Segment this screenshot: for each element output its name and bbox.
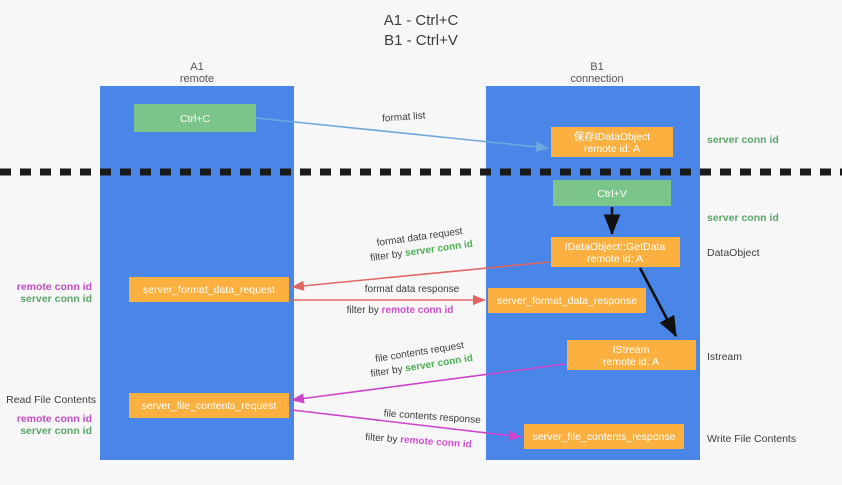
box-getdata-line1: IDataObject::GetData	[565, 241, 666, 253]
annotation-format-list: format list	[382, 110, 426, 124]
box-ctrl-c-label: Ctrl+C	[180, 113, 210, 125]
annotation-format-data-response-text: format data response	[365, 284, 460, 295]
filter-prefix-1: filter by	[370, 248, 406, 264]
box-ctrl-c[interactable]: Ctrl+C	[134, 104, 256, 132]
right-label-dataobject: DataObject	[707, 247, 760, 259]
box-istream[interactable]: IStream remote id: A	[567, 340, 696, 370]
box-ctrl-v-label: Ctrl+V	[597, 188, 626, 200]
box-ctrl-v[interactable]: Ctrl+V	[553, 180, 671, 206]
box-file-contents-request-label: server_file_contents_request	[142, 400, 277, 412]
annotation-file-contents-response: file contents response filter by remote …	[365, 408, 482, 450]
filter-prefix-4: filter by	[365, 432, 401, 445]
lane-a1-title: A1	[190, 61, 203, 73]
left-label-remote-conn-id-1: remote conn id	[17, 281, 92, 293]
filter-value-remote-conn-id-4: remote conn id	[400, 435, 472, 451]
right-label-server-conn-id-1: server conn id	[707, 134, 779, 146]
left-label-server-conn-id-2: server conn id	[20, 425, 92, 437]
box-format-data-response[interactable]: server_format_data_response	[488, 288, 646, 313]
box-file-contents-response-rect	[524, 424, 684, 449]
right-label-server-conn-id-2: server conn id	[707, 212, 779, 224]
box-file-contents-response-label: server_file_contents_response	[532, 431, 675, 443]
arrow-format-list	[255, 117, 549, 152]
annotation-file-contents-response-filter: filter by remote conn id	[365, 432, 472, 450]
box-format-data-request[interactable]: server_format_data_request	[129, 277, 289, 302]
box-file-contents-request[interactable]: server_file_contents_request	[129, 393, 289, 418]
annotation-format-data-request: format data request filter by server con…	[370, 226, 474, 264]
arrow-file-contents-response	[291, 409, 522, 441]
box-getdata-rect	[551, 237, 680, 267]
box-getdata-line2: remote id: A	[587, 253, 643, 265]
page-title-line2: B1 - Ctrl+V	[384, 32, 458, 49]
left-label-server-conn-id-1: server conn id	[20, 293, 92, 305]
filter-prefix-2: filter by	[347, 305, 382, 316]
box-file-contents-response[interactable]: server_file_contents_response	[524, 424, 684, 449]
right-label-write-file-contents: Write File Contents	[707, 433, 796, 445]
annotation-format-data-response-filter: filter by remote conn id	[347, 305, 454, 316]
lane-b1-title: B1	[590, 61, 603, 73]
annotation-format-list-text: format list	[382, 110, 426, 124]
filter-prefix-3: filter by	[370, 364, 406, 380]
box-istream-rect	[567, 340, 696, 370]
annotation-file-contents-response-text: file contents response	[383, 408, 481, 426]
box-format-data-response-rect	[488, 288, 646, 313]
left-label-remote-conn-id-2: remote conn id	[17, 413, 92, 425]
box-ctrl-c-rect	[134, 104, 256, 132]
arrow-getdata-to-istream	[638, 267, 678, 338]
box-istream-line1: IStream	[613, 344, 650, 356]
box-save-idataobject[interactable]: 保存IDataObject remote id: A	[551, 127, 673, 157]
box-istream-line2: remote id: A	[603, 356, 659, 368]
box-format-data-request-rect	[129, 277, 289, 302]
box-ctrl-v-rect	[553, 180, 671, 206]
box-save-idataobject-rect	[551, 127, 673, 157]
box-format-data-request-label: server_format_data_request	[143, 284, 275, 296]
box-format-data-response-label: server_format_data_response	[497, 295, 637, 307]
arrow-file-contents-request	[291, 363, 566, 404]
annotation-file-contents-request: file contents request filter by server c…	[370, 340, 474, 380]
annotation-format-data-response: format data response filter by remote co…	[347, 284, 460, 316]
right-label-istream: Istream	[707, 351, 742, 363]
lane-b1-subtitle: connection	[570, 73, 623, 85]
filter-value-remote-conn-id-2: remote conn id	[382, 305, 454, 316]
left-label-read-file-contents: Read File Contents	[6, 394, 96, 406]
box-save-idataobject-line2: remote id: A	[584, 143, 640, 155]
page-title-line1: A1 - Ctrl+C	[384, 12, 459, 29]
lane-a1-subtitle: remote	[180, 73, 214, 85]
box-getdata[interactable]: IDataObject::GetData remote id: A	[551, 237, 680, 267]
arrow-format-data-request	[291, 261, 550, 291]
box-save-idataobject-line1: 保存IDataObject	[574, 130, 651, 143]
box-file-contents-request-rect	[129, 393, 289, 418]
